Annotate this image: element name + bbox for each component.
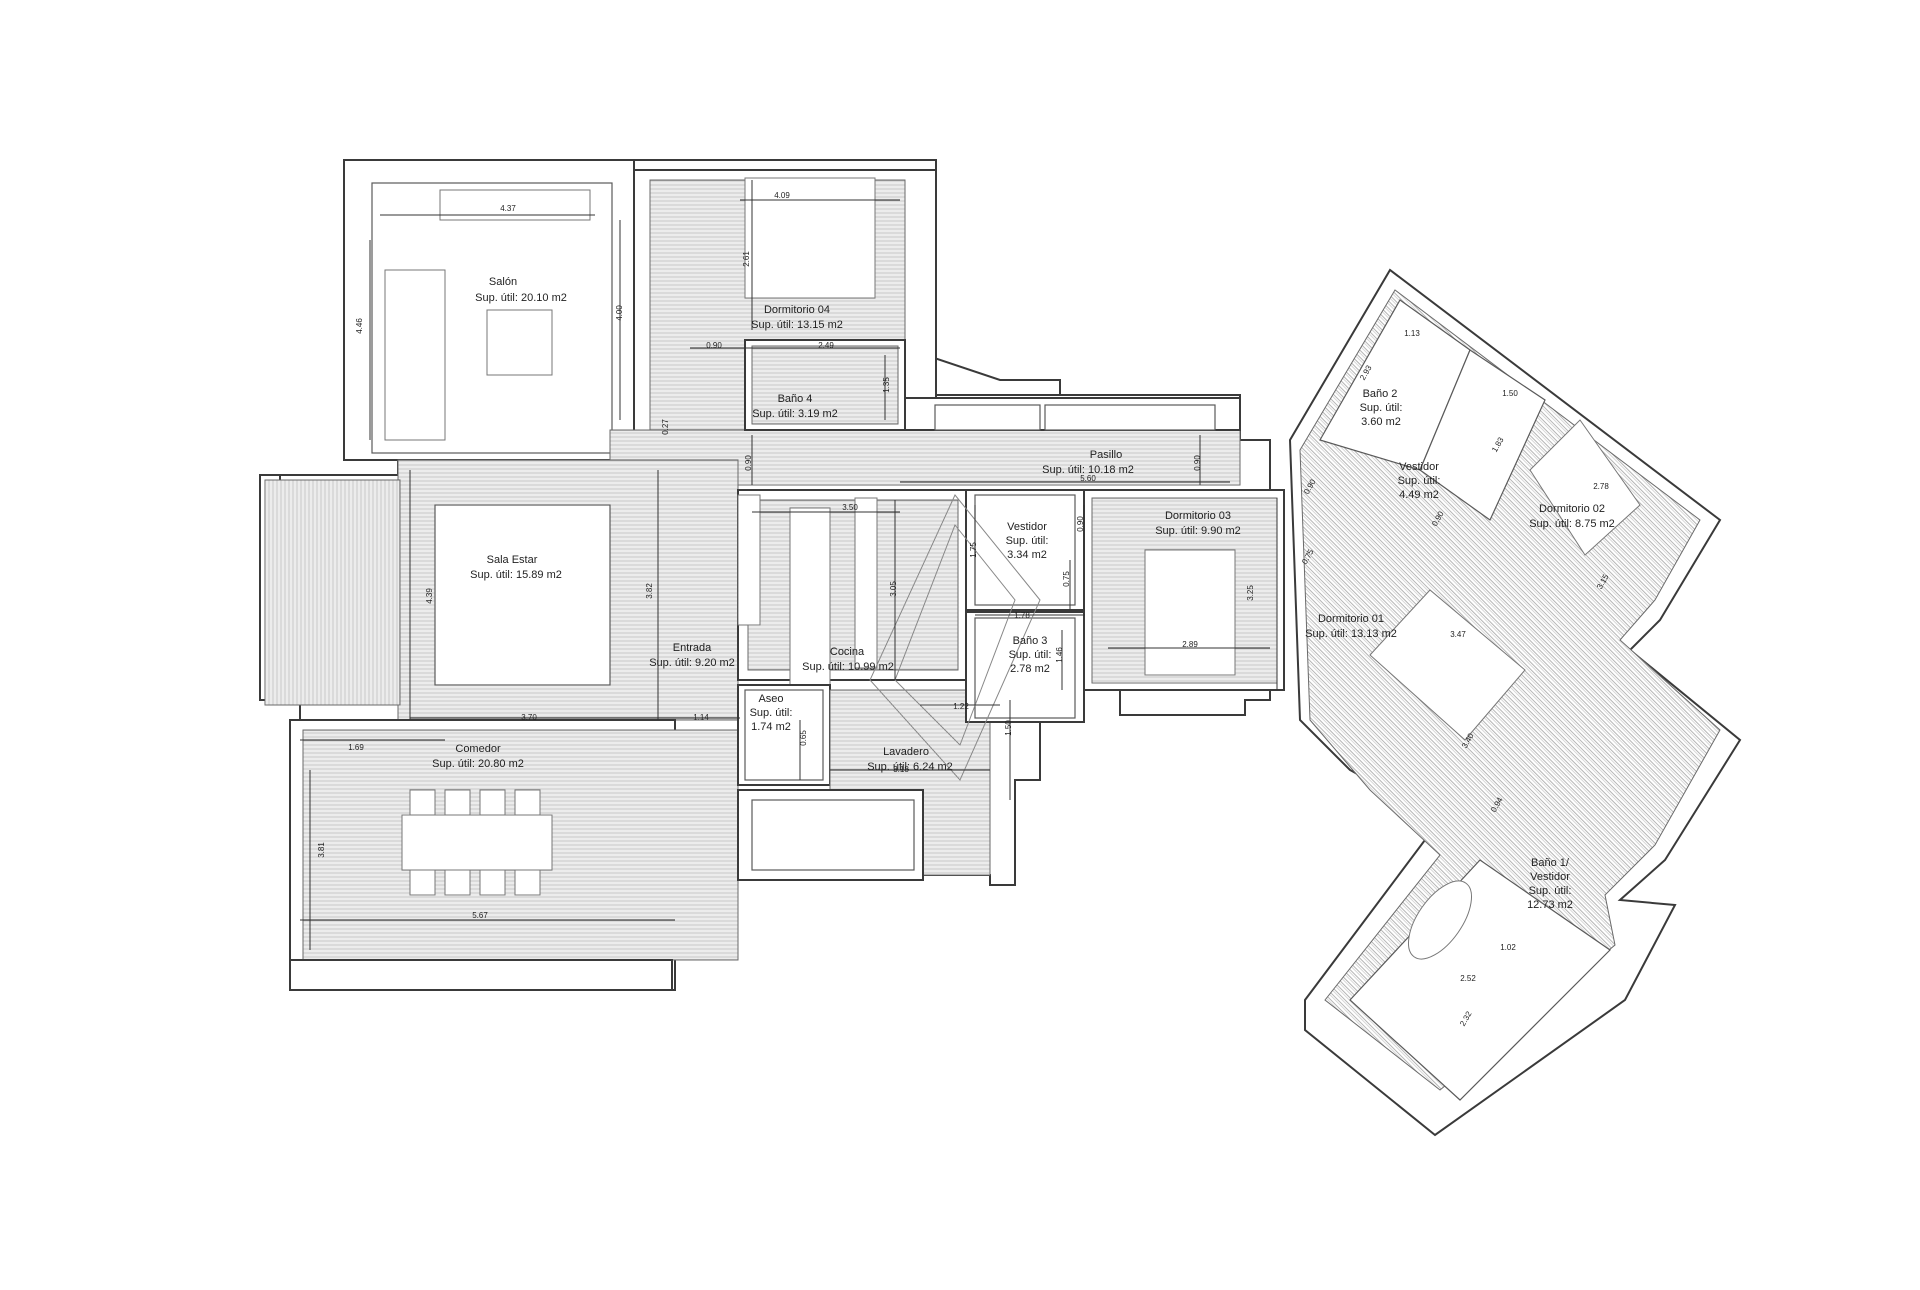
vestidor2-room xyxy=(1419,349,1546,521)
area1-vestidor2: Sup. útil: xyxy=(1398,475,1441,487)
area2-bano1: 12.73 m2 xyxy=(1527,899,1573,911)
label-bano3: Baño 3 xyxy=(1013,635,1048,647)
dim-label: 0.27 xyxy=(661,419,670,435)
dim-label: 3.81 xyxy=(317,842,326,858)
dim-label: 1.75 xyxy=(969,542,978,558)
dim-label: 1.35 xyxy=(882,377,891,393)
area2-bano2: 3.60 m2 xyxy=(1361,416,1401,428)
area-lavadero: Sup. útil: 6.24 m2 xyxy=(867,761,953,773)
dim-label: 0.90 xyxy=(1193,455,1202,471)
entry-overlay xyxy=(869,494,1041,781)
dim-label: 2.78 xyxy=(1593,482,1609,491)
label-cocina: Cocina xyxy=(830,646,865,658)
area-cocina: Sup. útil: 10.99 m2 xyxy=(802,661,894,673)
room-labels: Salón Sup. útil: 20.10 m2 Dormitorio 04 … xyxy=(432,276,1615,911)
dim-label: 4.00 xyxy=(615,305,624,321)
comedor-bay xyxy=(289,959,673,991)
area1-bano1: Sup. útil: xyxy=(1529,885,1572,897)
dim-label: 3.70 xyxy=(521,713,537,722)
coffee-table xyxy=(486,309,553,376)
dim-label: 4.46 xyxy=(355,318,364,334)
dim-label: 3.47 xyxy=(1450,630,1466,639)
sala-estar-rug xyxy=(434,504,611,686)
dim-label: 0.75 xyxy=(1062,571,1071,587)
dim-label: 3.25 xyxy=(1246,585,1255,601)
dim-label: 1.14 xyxy=(693,713,709,722)
label-entrada: Entrada xyxy=(673,642,712,654)
bed-dormitorio1 xyxy=(1369,589,1526,741)
dim-label: 0.90 xyxy=(706,341,722,350)
area-salon: Sup. útil: 20.10 m2 xyxy=(475,292,567,304)
label-bano1: Baño 1/ xyxy=(1531,857,1570,869)
dim-label: 3.18 xyxy=(893,765,909,774)
label2-bano1: Vestidor xyxy=(1530,871,1570,883)
label-lavadero: Lavadero xyxy=(883,746,929,758)
dim-label: 1.46 xyxy=(1055,647,1064,663)
dining-chairs xyxy=(409,789,541,896)
label-aseo: Aseo xyxy=(758,693,783,705)
sofa-salon xyxy=(384,269,446,441)
label-dormitorio3: Dormitorio 03 xyxy=(1165,510,1231,522)
dining-table xyxy=(401,814,553,871)
label-bano4: Baño 4 xyxy=(778,393,813,405)
dim-label: 3.50 xyxy=(842,503,858,512)
dim-label: 5.60 xyxy=(1080,474,1096,483)
area-dormitorio2: Sup. útil: 8.75 m2 xyxy=(1529,518,1615,530)
area2-bano3: 2.78 m2 xyxy=(1010,663,1050,675)
area1-bano2: Sup. útil: xyxy=(1360,402,1403,414)
dim-label: 3.82 xyxy=(645,583,654,599)
label-pasillo: Pasillo xyxy=(1090,449,1122,461)
dim-label: 2.89 xyxy=(1182,640,1198,649)
dim-label: 4.39 xyxy=(425,588,434,604)
area1-bano3: Sup. útil: xyxy=(1009,649,1052,661)
dim-label: 5.67 xyxy=(472,911,488,920)
dimension-lines xyxy=(300,180,1278,950)
area-sala-estar: Sup. útil: 15.89 m2 xyxy=(470,569,562,581)
label-dormitorio4: Dormitorio 04 xyxy=(764,304,830,316)
bed-dormitorio4 xyxy=(744,177,876,299)
dim-label: 0.65 xyxy=(799,730,808,746)
dim-label: 1.13 xyxy=(1404,329,1420,338)
area-entrada: Sup. útil: 9.20 m2 xyxy=(649,657,735,669)
dim-label: 0.90 xyxy=(744,455,753,471)
dim-label: 1.78 xyxy=(1014,611,1030,620)
dim-label: 2.52 xyxy=(1460,974,1476,983)
area-bano4: Sup. útil: 3.19 m2 xyxy=(752,408,838,420)
dim-label: 1.02 xyxy=(1500,943,1516,952)
dim-label: 1.50 xyxy=(1502,389,1518,398)
right-wing xyxy=(1288,268,1742,1137)
area1-aseo: Sup. útil: xyxy=(750,707,793,719)
area-comedor: Sup. útil: 20.80 m2 xyxy=(432,758,524,770)
dim-label: 2.49 xyxy=(818,341,834,350)
dim-label: 3.05 xyxy=(889,581,898,597)
label-bano2: Baño 2 xyxy=(1363,388,1398,400)
dim-label: 1.50 xyxy=(1004,720,1013,736)
label-dormitorio1: Dormitorio 01 xyxy=(1318,613,1384,625)
area2-aseo: 1.74 m2 xyxy=(751,721,791,733)
dim-label: 2.61 xyxy=(742,251,751,267)
dim-label: 4.09 xyxy=(774,191,790,200)
bed-dormitorio2 xyxy=(1529,419,1641,556)
deck xyxy=(264,479,401,706)
label-dormitorio2: Dormitorio 02 xyxy=(1539,503,1605,515)
label-comedor: Comedor xyxy=(455,743,501,755)
dim-label: 1.22 xyxy=(953,702,969,711)
label-salon: Salón xyxy=(489,276,517,288)
area2-vestidor3: 3.34 m2 xyxy=(1007,549,1047,561)
label-vestidor3: Vestidor xyxy=(1007,521,1047,533)
label-sala-estar: Sala Estar xyxy=(487,554,538,566)
area-dormitorio3: Sup. útil: 9.90 m2 xyxy=(1155,525,1241,537)
label-vestidor2: Vestidor xyxy=(1399,461,1439,473)
dim-label: 0.90 xyxy=(1076,516,1085,532)
bed-dormitorio3 xyxy=(1144,549,1236,676)
dim-label: 4.37 xyxy=(500,204,516,213)
bathtub xyxy=(1408,880,1472,960)
area-pasillo: Sup. útil: 10.18 m2 xyxy=(1042,464,1134,476)
dim-label: 1.69 xyxy=(348,743,364,752)
area1-vestidor3: Sup. útil: xyxy=(1006,535,1049,547)
area2-vestidor2: 4.49 m2 xyxy=(1399,489,1439,501)
area-dormitorio4: Sup. útil: 13.15 m2 xyxy=(751,319,843,331)
area-dormitorio1: Sup. útil: 13.13 m2 xyxy=(1305,628,1397,640)
